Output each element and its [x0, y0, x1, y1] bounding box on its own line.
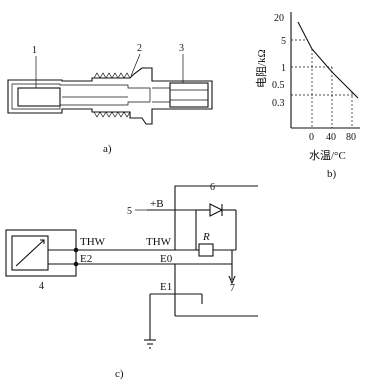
diode-icon — [209, 203, 224, 217]
callout-5: 5 — [127, 206, 132, 217]
label-e1: E1 — [160, 281, 172, 293]
y-tick-1: 1 — [281, 63, 286, 74]
sensor-4-outer — [5, 229, 77, 277]
label-e0: E0 — [160, 253, 173, 265]
label-r: R — [202, 231, 210, 243]
sensor-4-inner — [11, 235, 49, 271]
panel-a-caption: a) — [103, 143, 112, 155]
junction-e2 — [73, 261, 79, 267]
junction-thw — [73, 247, 79, 253]
resistor-r — [198, 243, 214, 257]
y-tick-5: 5 — [281, 36, 286, 47]
panel-c-caption: c) — [115, 368, 124, 380]
callout-4: 4 — [39, 281, 44, 292]
thermistor-arrow — [15, 239, 45, 267]
y-tick-0.3: 0.3 — [272, 98, 285, 109]
label-e2: E2 — [80, 253, 92, 265]
x-tick-40: 40 — [326, 132, 336, 143]
y-tick-0.5: 0.5 — [272, 80, 285, 91]
label-thw-left: THW — [80, 236, 106, 248]
callout-3: 3 — [179, 43, 184, 54]
y-tick-20: 20 — [274, 13, 284, 24]
panel-b-caption: b) — [327, 168, 337, 180]
y-axis-label: 电阻/kΩ — [255, 49, 268, 88]
panel-b-plot — [290, 12, 360, 129]
panel-a-sensor-drawing — [7, 53, 213, 125]
panel-c-circuit — [5, 185, 258, 349]
callout-1: 1 — [32, 45, 37, 56]
label-plus-b: +B — [150, 198, 164, 210]
output-arrow — [228, 275, 236, 285]
x-tick-80: 80 — [346, 132, 356, 143]
resistance-curve — [297, 21, 359, 99]
callout-7: 7 — [230, 283, 235, 294]
label-thw-right: THW — [146, 236, 172, 248]
x-axis-label: 水温/°C — [309, 149, 346, 162]
callout-6: 6 — [210, 182, 215, 193]
callout-2: 2 — [137, 43, 142, 54]
x-tick-0: 0 — [309, 132, 314, 143]
